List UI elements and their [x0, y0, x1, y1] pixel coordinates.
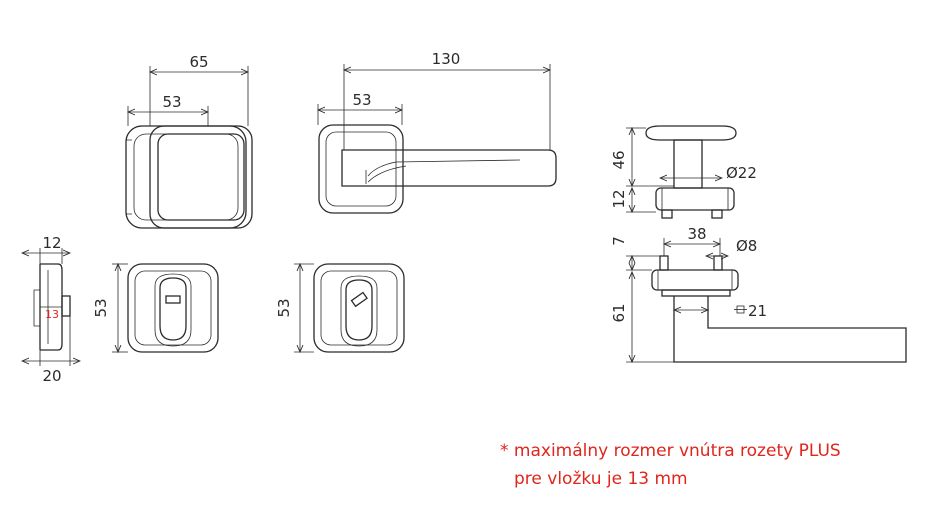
- dim-label: 7: [610, 236, 628, 246]
- dim-label: 53: [162, 93, 181, 111]
- dim-escutcheon-a-53: 53: [92, 264, 128, 352]
- dim-lever-130: 130: [344, 50, 550, 150]
- dim-label: 12: [42, 234, 61, 252]
- dim-label: 61: [610, 303, 628, 322]
- dim-lever-38: 38: [664, 225, 720, 256]
- dim-lever-7: 7: [610, 236, 660, 270]
- dim-lever-d8: Ø8: [706, 237, 757, 256]
- knob-side: [645, 125, 737, 219]
- lever-front: [318, 124, 557, 214]
- dim-escutcheon-b-53: 53: [275, 264, 314, 352]
- dim-side-12: 12: [22, 234, 70, 264]
- dim-label: 130: [432, 50, 461, 68]
- dim-knob-12: 12: [610, 188, 656, 212]
- dim-label: 53: [275, 298, 293, 317]
- escutcheon-front-a: [127, 263, 219, 353]
- dim-label: Ø22: [726, 164, 757, 182]
- dim-lever-53: 53: [318, 91, 402, 125]
- dim-label: Ø8: [736, 237, 757, 255]
- footnote-line-2: pre vložku je 13 mm: [514, 469, 688, 489]
- dim-label: 12: [610, 189, 628, 208]
- dim-knob-46: 46: [610, 128, 674, 186]
- knob-rosette-front: [125, 125, 253, 229]
- dim-label: 46: [610, 150, 628, 169]
- dim-knob-65: 65: [150, 53, 248, 126]
- footnote-line-1: * maximálny rozmer vnútra rozety PLUS: [500, 441, 841, 461]
- dim-label: 53: [92, 298, 110, 317]
- dim-label: 20: [42, 367, 61, 385]
- dim-lever-square-21: 21: [674, 302, 767, 320]
- lever-side: [651, 255, 907, 363]
- dim-knob-53: 53: [128, 93, 208, 126]
- escutcheon-side: 13: [33, 263, 71, 351]
- dim-knob-d22: Ø22: [660, 164, 757, 182]
- dim-label: 53: [352, 91, 371, 109]
- escutcheon-front-b: [313, 263, 405, 353]
- dim-label: 38: [687, 225, 706, 243]
- dim-lever-61: 61: [610, 272, 674, 362]
- dim-side-20: 20: [22, 316, 80, 385]
- dim-label: 13: [45, 308, 59, 321]
- dim-label: 65: [189, 53, 208, 71]
- dim-label: 21: [748, 302, 767, 320]
- footnote: * maximálny rozmer vnútra rozety PLUS pr…: [500, 437, 841, 493]
